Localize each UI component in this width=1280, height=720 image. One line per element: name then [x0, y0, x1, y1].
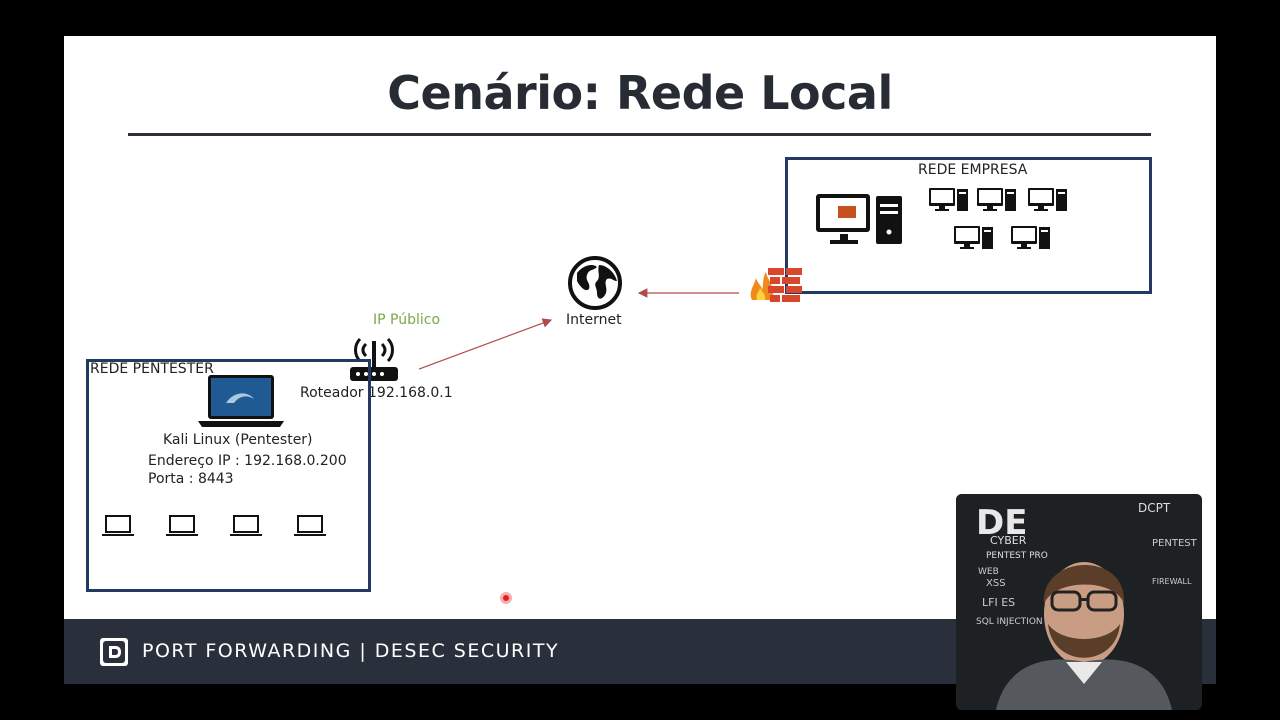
pc-icon-4 [954, 226, 993, 249]
mouse-cursor-highlight [500, 592, 512, 604]
laptop-icon-1 [102, 515, 134, 536]
company-network-title: REDE EMPRESA [918, 162, 1028, 178]
laptop-icon-2 [166, 515, 198, 536]
pc-icon-3 [1028, 188, 1067, 211]
svg-text:SQL INJECTION: SQL INJECTION [976, 617, 1043, 627]
pc-icon-5 [1011, 226, 1050, 249]
router-to-internet-arrow [418, 318, 553, 370]
pentester-network-title: REDE PENTESTER [90, 361, 214, 377]
svg-text:DE: DE [976, 503, 1027, 543]
globe-icon [568, 256, 622, 310]
connection-arrows [418, 288, 739, 370]
svg-text:FIREWALL: FIREWALL [1152, 577, 1192, 586]
pc-icon-2 [977, 188, 1016, 211]
ip-publico-label: IP Público [373, 312, 441, 328]
main-workstation-icon [816, 194, 902, 244]
pc-icon-1 [929, 188, 968, 211]
router-icon [350, 337, 398, 381]
desec-logo-icon [100, 638, 128, 666]
svg-text:WEB: WEB [978, 567, 999, 577]
svg-text:PENTEST: PENTEST [1152, 538, 1198, 549]
slide-title: Cenário: Rede Local [387, 66, 893, 120]
company-computers [816, 188, 1067, 249]
laptop-icon-3 [230, 515, 262, 536]
kali-laptop-icon [198, 375, 284, 427]
pentester-laptops [102, 515, 326, 536]
laptop-icon-4 [294, 515, 326, 536]
svg-text:PENTEST PRO: PENTEST PRO [986, 551, 1048, 561]
router-label: Roteador 192.168.0.1 [300, 385, 453, 401]
company-network-box [785, 157, 1152, 294]
footer-title: PORT FORWARDING | DESEC SECURITY [142, 640, 560, 662]
firewall-icon [750, 268, 802, 302]
internet-label: Internet [566, 312, 622, 328]
kali-port: Porta : 8443 [148, 471, 234, 487]
svg-text:XSS: XSS [986, 578, 1006, 589]
svg-text:DCPT: DCPT [1138, 501, 1171, 515]
svg-text:CYBER: CYBER [990, 534, 1027, 547]
kali-host-name: Kali Linux (Pentester) [163, 432, 313, 448]
pentester-network-box [86, 359, 371, 592]
presenter-webcam: DE DCPT CYBER PENTEST PRO WEB XSS LFI ES… [956, 494, 1202, 710]
svg-text:LFI ES: LFI ES [982, 596, 1015, 609]
presentation-slide: Cenário: Rede Local REDE EMPRESA [64, 36, 1216, 684]
title-divider [128, 133, 1151, 136]
kali-ip-address: Endereço IP : 192.168.0.200 [148, 453, 347, 469]
